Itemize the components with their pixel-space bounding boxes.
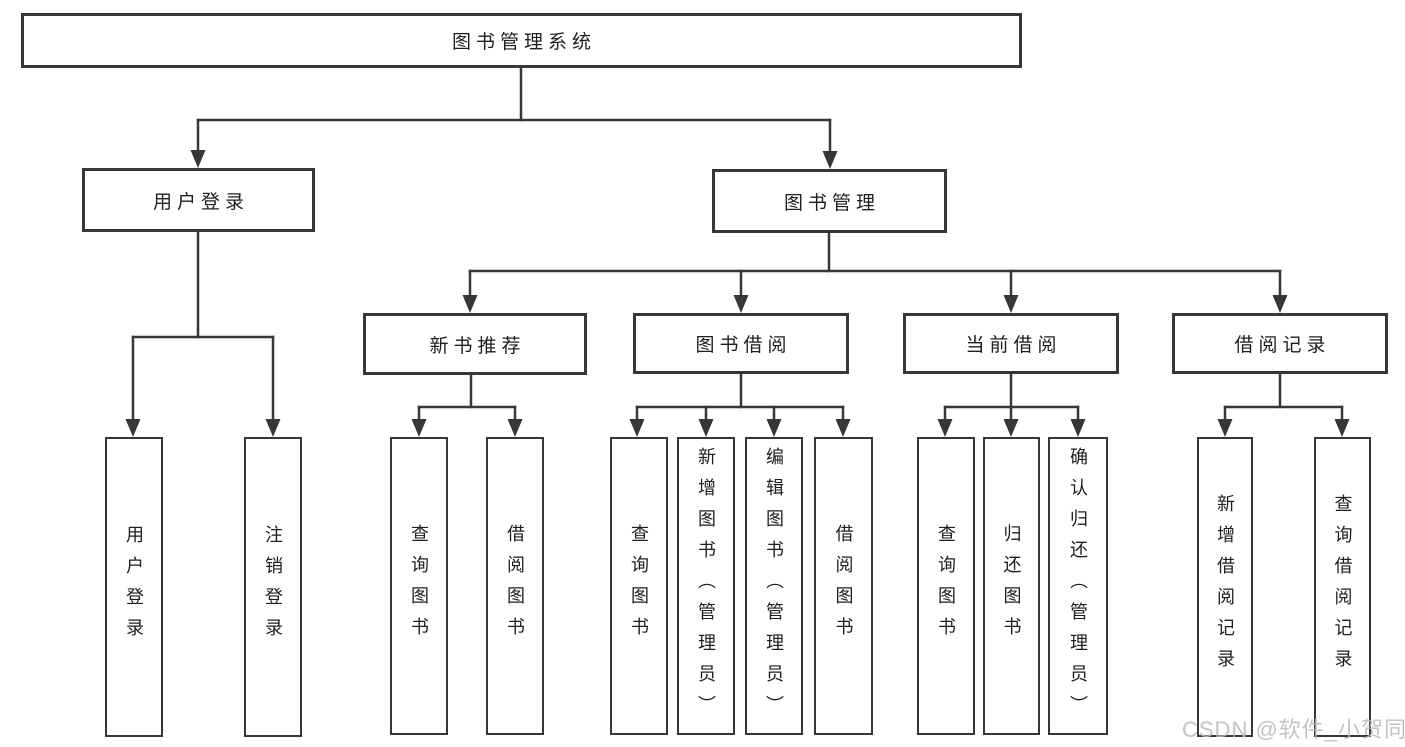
leaf-add-borrow-record-label: 新增借阅记录 <box>1215 494 1235 680</box>
arrowhead-icon <box>507 419 523 437</box>
arrowhead-icon <box>835 419 851 437</box>
node-new-book-recommend: 新书推荐 <box>363 313 587 375</box>
leaf-edit-books-admin: 编辑图书（管理员） <box>745 437 803 735</box>
leaf-add-books-admin: 新增图书（管理员） <box>677 437 735 735</box>
arrowhead-icon <box>411 419 427 437</box>
node-book-borrow-label: 图书借阅 <box>695 335 792 356</box>
leaf-query-borrow-record: 查询借阅记录 <box>1314 437 1371 737</box>
arrowhead-icon <box>265 419 281 437</box>
leaf-borrow-books-1-label: 借阅图书 <box>505 524 525 648</box>
leaf-borrow-books-2: 借阅图书 <box>814 437 873 735</box>
arrowhead-icon <box>1217 419 1233 437</box>
leaf-query-books-1-label: 查询图书 <box>409 524 429 648</box>
node-root: 图书管理系统 <box>21 13 1022 68</box>
arrowhead-icon <box>125 419 141 437</box>
node-borrow-records: 借阅记录 <box>1172 313 1388 374</box>
leaf-query-books-2: 查询图书 <box>610 437 668 735</box>
leaf-user-login-label: 用户登录 <box>124 525 144 649</box>
node-book-borrow: 图书借阅 <box>633 313 849 374</box>
node-book-management: 图书管理 <box>712 169 947 233</box>
arrowhead-icon <box>937 419 953 437</box>
node-new-book-recommend-label: 新书推荐 <box>429 335 526 357</box>
arrowhead-icon <box>462 295 478 313</box>
arrowhead-icon <box>1272 295 1288 313</box>
node-book-management-label: 图书管理 <box>783 192 880 214</box>
leaf-borrow-books-2-label: 借阅图书 <box>833 524 854 648</box>
node-borrow-records-label: 借阅记录 <box>1234 335 1331 356</box>
arrowhead-icon <box>1334 419 1350 437</box>
node-user-login: 用户登录 <box>82 168 315 232</box>
arrowhead-icon <box>190 150 206 168</box>
node-current-borrow-label: 当前借阅 <box>965 335 1062 356</box>
leaf-query-books-3-label: 查询图书 <box>936 524 956 648</box>
node-user-login-label: 用户登录 <box>152 191 249 213</box>
leaf-confirm-return-admin: 确认归还（管理员） <box>1048 437 1108 735</box>
node-current-borrow: 当前借阅 <box>903 313 1119 374</box>
leaf-logout-login: 注销登录 <box>244 437 302 737</box>
leaf-query-books-3: 查询图书 <box>917 437 975 735</box>
arrowhead-icon <box>1070 419 1086 437</box>
leaf-edit-books-admin-label: 编辑图书（管理员） <box>764 446 784 726</box>
arrowhead-icon <box>1003 295 1019 313</box>
leaf-confirm-return-admin-label: 确认归还（管理员） <box>1068 446 1088 726</box>
leaf-user-login: 用户登录 <box>105 437 163 737</box>
leaf-return-books: 归还图书 <box>983 437 1040 735</box>
node-root-label: 图书管理系统 <box>451 32 596 53</box>
arrowhead-icon <box>629 419 645 437</box>
leaf-add-books-admin-label: 新增图书（管理员） <box>696 446 716 726</box>
arrowhead-icon <box>766 419 782 437</box>
leaf-query-borrow-record-label: 查询借阅记录 <box>1332 494 1353 680</box>
leaf-return-books-label: 归还图书 <box>1001 524 1022 648</box>
arrowhead-icon <box>822 151 838 169</box>
leaf-borrow-books-1: 借阅图书 <box>486 437 544 735</box>
leaf-add-borrow-record: 新增借阅记录 <box>1197 437 1253 737</box>
arrowhead-icon <box>1003 419 1019 437</box>
leaf-query-books-2-label: 查询图书 <box>629 524 649 648</box>
arrowhead-icon <box>698 419 714 437</box>
leaf-logout-login-label: 注销登录 <box>263 525 283 649</box>
leaf-query-books-1: 查询图书 <box>390 437 448 735</box>
arrowhead-icon <box>733 295 749 313</box>
